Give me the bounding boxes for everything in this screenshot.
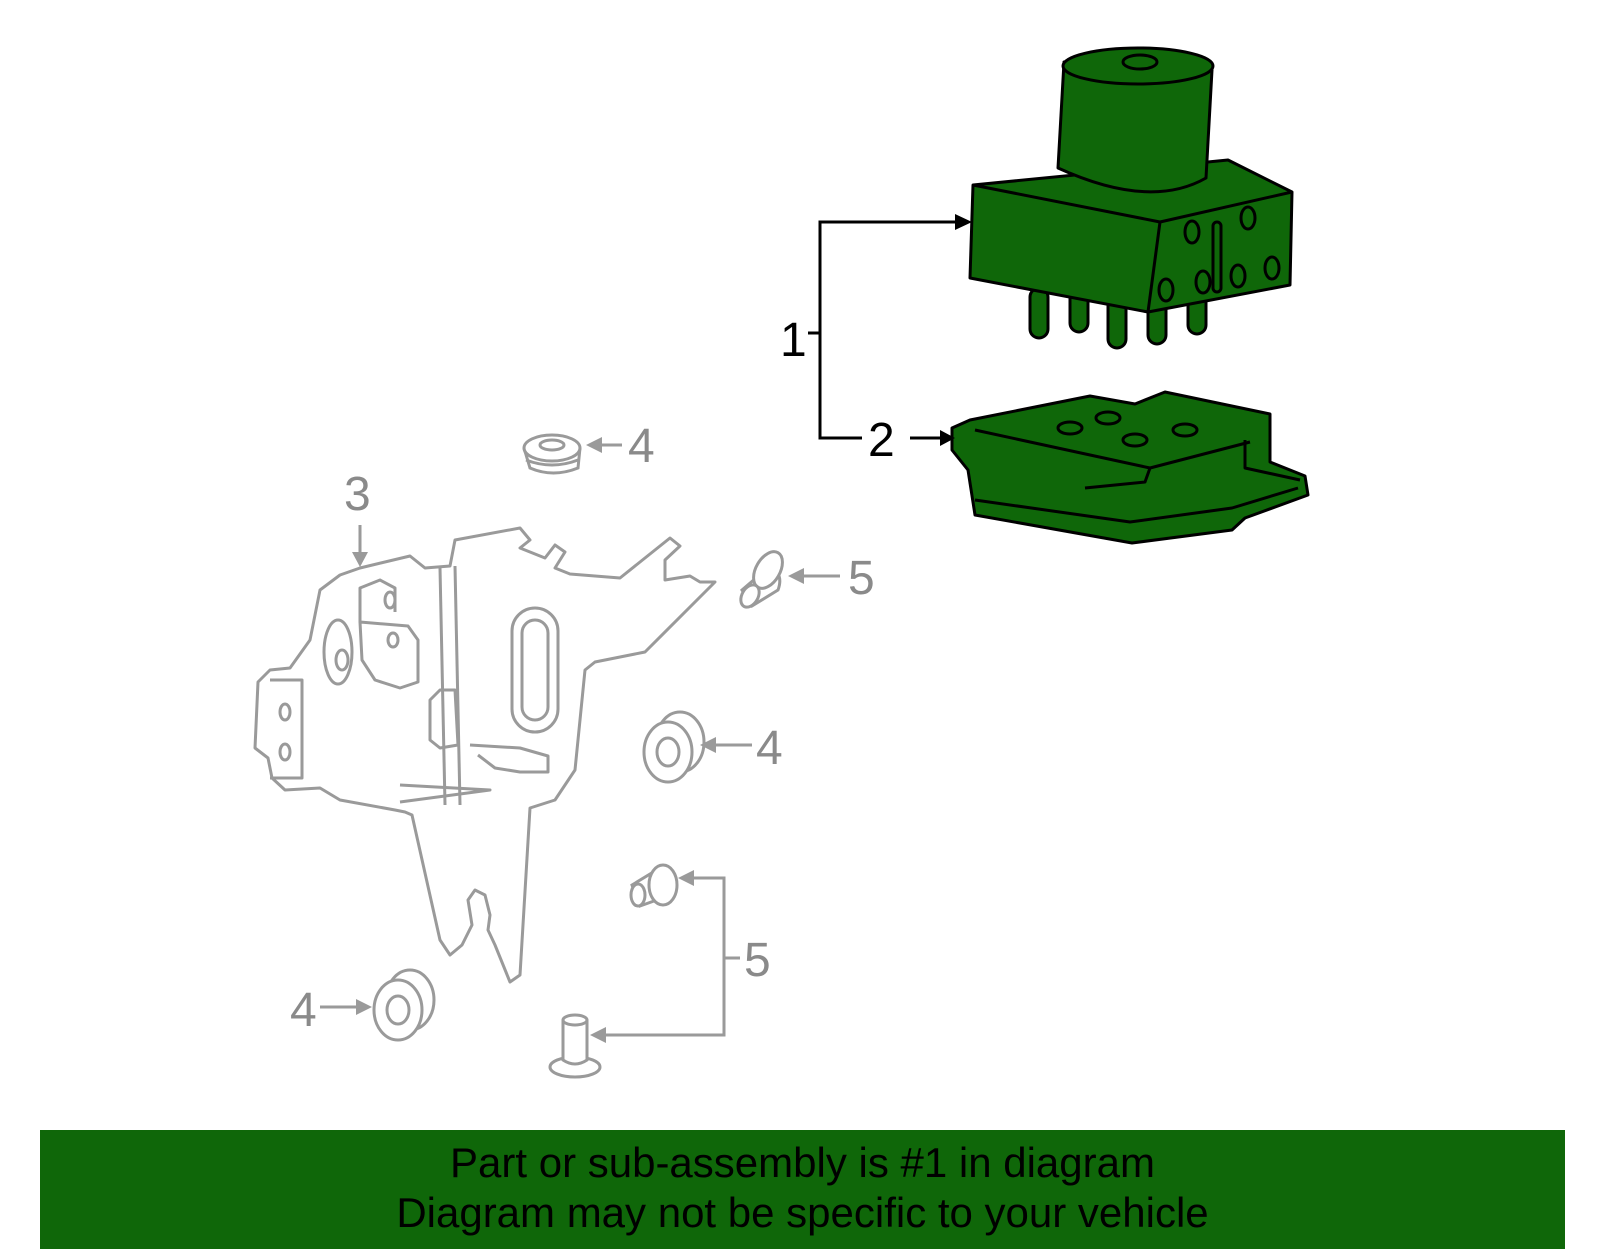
info-banner: Part or sub-assembly is #1 in diagram Di…	[40, 1130, 1565, 1249]
callout-5-upper: 5	[848, 552, 875, 605]
hydraulic-unit[interactable]	[968, 46, 1294, 350]
callout-4-top: 4	[628, 420, 655, 473]
callout-5-lower: 5	[744, 934, 771, 987]
rivet-lower-2[interactable]	[548, 1013, 602, 1079]
callout-3: 3	[344, 468, 371, 521]
grommet-bottom[interactable]	[372, 968, 436, 1042]
callout-4-middle: 4	[756, 722, 783, 775]
leader-arrows-dark	[940, 214, 972, 446]
grommet-top[interactable]	[522, 433, 582, 475]
mounting-bracket[interactable]	[253, 526, 717, 984]
callout-4-bottom: 4	[290, 984, 317, 1037]
banner-line-2: Diagram may not be specific to your vehi…	[396, 1189, 1209, 1236]
leader-lines-dark	[808, 220, 955, 440]
hydraulic-unit-ports	[1157, 205, 1281, 303]
rivet-lower-1[interactable]	[629, 863, 679, 908]
leader-lines-gray	[320, 443, 840, 1037]
callout-1: 1	[780, 314, 807, 367]
leader-arrows-gray	[352, 437, 804, 1043]
rivet-upper[interactable]	[737, 547, 788, 611]
callout-2: 2	[868, 414, 895, 467]
hydraulic-unit-motor	[1056, 60, 1214, 194]
grommet-middle[interactable]	[642, 710, 706, 784]
control-module[interactable]	[950, 390, 1310, 545]
banner-line-1: Part or sub-assembly is #1 in diagram	[450, 1139, 1155, 1186]
